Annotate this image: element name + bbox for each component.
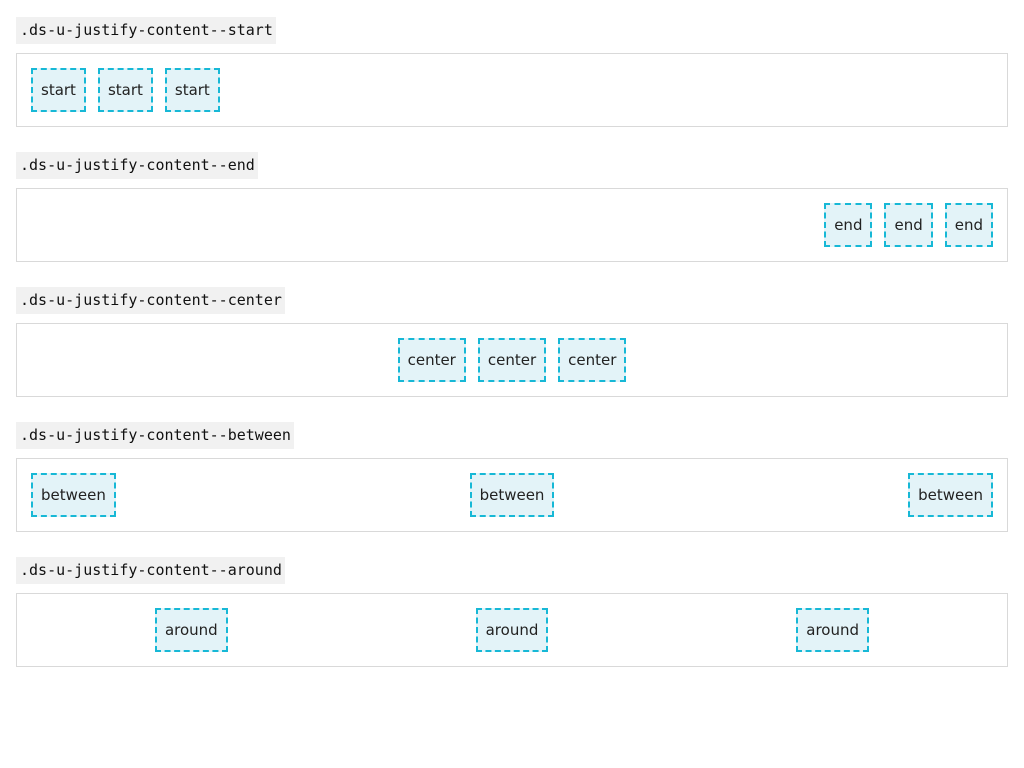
flex-demo-container: end end end — [16, 188, 1008, 262]
flex-item: between — [908, 473, 993, 517]
flex-item: end — [944, 203, 993, 247]
flex-demo-container: center center center — [16, 323, 1008, 397]
section-justify-end: .ds-u-justify-content--end end end end — [16, 152, 1008, 262]
class-label: .ds-u-justify-content--between — [16, 422, 294, 449]
flex-demo-container: around around around — [16, 593, 1008, 667]
class-label: .ds-u-justify-content--around — [16, 557, 285, 584]
section-justify-start: .ds-u-justify-content--start start start… — [16, 17, 1008, 127]
flex-item: center — [397, 338, 466, 382]
flex-item: between — [469, 473, 555, 517]
flex-demo-container: between between between — [16, 458, 1008, 532]
flex-item: start — [97, 68, 153, 112]
section-justify-around: .ds-u-justify-content--around around aro… — [16, 557, 1008, 667]
class-label: .ds-u-justify-content--center — [16, 287, 285, 314]
class-label: .ds-u-justify-content--start — [16, 17, 276, 44]
flex-item: between — [31, 473, 116, 517]
section-justify-center: .ds-u-justify-content--center center cen… — [16, 287, 1008, 397]
flex-item: start — [164, 68, 220, 112]
flex-item: end — [884, 203, 933, 247]
flex-item: end — [824, 203, 873, 247]
flex-item: start — [31, 68, 86, 112]
class-label: .ds-u-justify-content--end — [16, 152, 258, 179]
flex-item: center — [477, 338, 547, 382]
section-justify-between: .ds-u-justify-content--between between b… — [16, 422, 1008, 532]
flex-item: around — [475, 608, 549, 652]
flex-demo-container: start start start — [16, 53, 1008, 127]
flex-item: around — [796, 608, 870, 652]
flex-item: around — [154, 608, 228, 652]
flex-item: center — [558, 338, 627, 382]
